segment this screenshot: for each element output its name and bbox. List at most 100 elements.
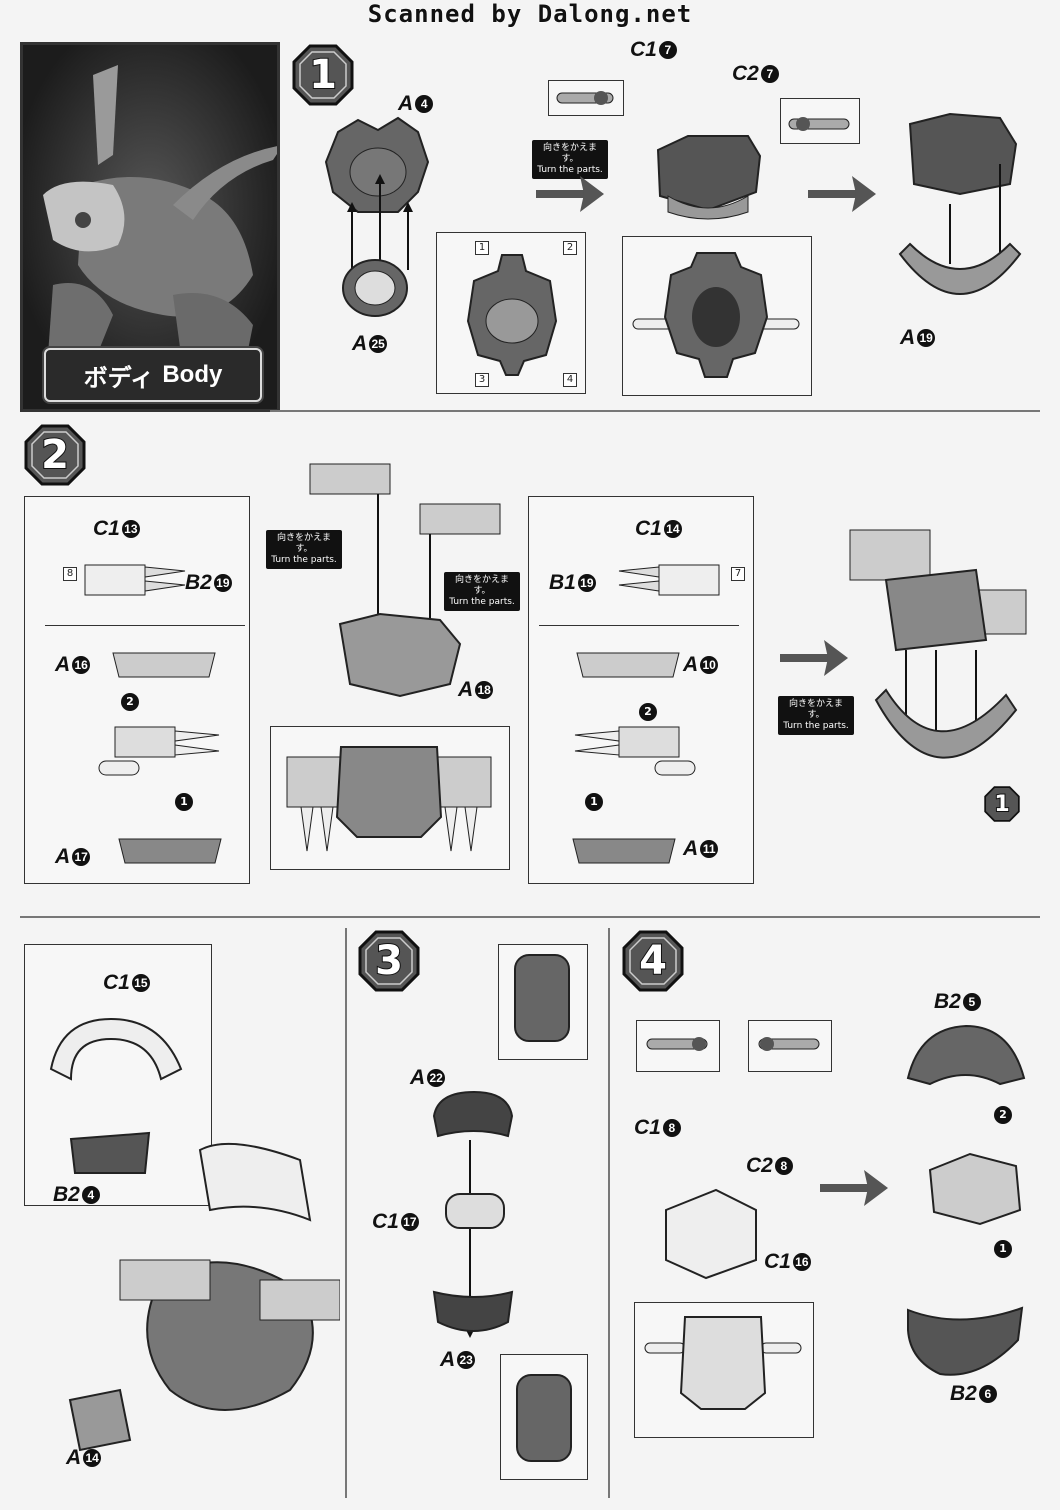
step-2-number: 2 xyxy=(40,431,70,479)
detail-box-c1-8 xyxy=(636,1020,720,1072)
detail-box-step4-front xyxy=(634,1302,814,1438)
divider-step4-left xyxy=(608,928,610,1498)
ref-2: 2 xyxy=(563,241,577,255)
part-c1-15-drawing xyxy=(49,1017,183,1081)
ref-1: 1 xyxy=(475,241,489,255)
ref-7: 7 xyxy=(731,567,745,581)
part-front-view xyxy=(466,254,558,376)
order-2-marker-step4: 2 xyxy=(994,1106,1012,1124)
part-claw-assembly xyxy=(98,726,220,776)
back-ref-number: 1 xyxy=(993,791,1010,818)
part-c1-8-zoom xyxy=(646,1037,708,1051)
part-a17-drawing xyxy=(118,838,222,864)
part-a23-zoom xyxy=(516,1374,572,1462)
detail-box-step2-front xyxy=(270,726,510,870)
step-4-badge: 4 xyxy=(622,930,684,992)
assembly-step2-center xyxy=(309,463,501,698)
part-a22-drawing xyxy=(432,1090,514,1138)
detail-box-step1-assembled xyxy=(622,236,812,396)
sub-divider xyxy=(45,625,245,626)
hero-title-jp: ボディ xyxy=(83,363,154,392)
part-step4-core xyxy=(928,1152,1022,1226)
step-4-number: 4 xyxy=(638,937,668,985)
turn-note-step2-final: 向きをかえます。Turn the parts. xyxy=(778,696,854,735)
assembly-step1-result xyxy=(898,112,1022,295)
divider-step1 xyxy=(270,410,1040,412)
order-1-marker: 1 xyxy=(175,793,193,811)
part-b2-4-drawing xyxy=(69,1131,151,1174)
next-arrow-icon-3 xyxy=(780,640,848,676)
step-3-badge: 3 xyxy=(358,930,420,992)
order-2-marker: 2 xyxy=(121,693,139,711)
ref-4: 4 xyxy=(563,373,577,387)
back-ref-step-1: 1 xyxy=(984,786,1020,822)
part-c1-7-zoom xyxy=(556,91,614,105)
part-a10-drawing xyxy=(576,652,680,678)
step-1-badge: 1 xyxy=(292,44,354,106)
part-c1-16-drawing xyxy=(665,1188,757,1280)
next-arrow-icon xyxy=(536,176,604,212)
order-1-marker-step4: 1 xyxy=(994,1240,1012,1258)
part-c2-8-zoom xyxy=(758,1037,820,1051)
hero-title-en: Body xyxy=(162,361,223,388)
assembly-step2-result xyxy=(849,529,1027,759)
step-2-badge: 2 xyxy=(24,424,86,486)
detail-box-a23 xyxy=(500,1354,588,1480)
part-claw-assembly-right xyxy=(574,726,696,776)
part-step2-front-view xyxy=(286,746,492,852)
sub-divider-right xyxy=(539,625,739,626)
scan-watermark: Scanned by Dalong.net xyxy=(367,0,693,29)
order-2-marker-right: 2 xyxy=(639,703,657,721)
part-a22-zoom xyxy=(514,954,570,1042)
part-a16-drawing xyxy=(112,652,216,678)
part-c1-13-claws xyxy=(84,564,186,596)
hero-title-badge: ボディ Body xyxy=(44,348,262,402)
ref-8: 8 xyxy=(63,567,77,581)
part-assembled-front xyxy=(632,252,800,378)
turn-note-step2-left: 向きをかえます。Turn the parts. xyxy=(266,530,342,569)
part-a11-drawing xyxy=(572,838,676,864)
part-step4-front-view xyxy=(644,1316,802,1410)
detail-box-c2-8 xyxy=(748,1020,832,1072)
ref-3: 3 xyxy=(475,373,489,387)
turn-note-step2-right: 向きをかえます。Turn the parts. xyxy=(444,572,520,611)
part-a25-drawing xyxy=(342,259,408,317)
part-c1-14-claws xyxy=(618,564,720,596)
detail-box-c1-7 xyxy=(548,80,624,116)
turn-note-step1: 向きをかえます。Turn the parts. xyxy=(532,140,608,179)
detail-box-step1-refs: 1 2 3 4 xyxy=(436,232,586,394)
detail-box-c2-7 xyxy=(780,98,860,144)
divider-step3-left xyxy=(345,928,347,1498)
assembly-arrows-a25 xyxy=(347,174,413,270)
part-a4-drawing xyxy=(324,116,430,213)
order-1-marker-right: 1 xyxy=(585,793,603,811)
next-arrow-icon-4 xyxy=(820,1170,888,1206)
part-a23-drawing xyxy=(432,1290,514,1332)
part-c2-7-zoom xyxy=(788,117,850,131)
assembly-step1-middle xyxy=(656,135,762,220)
